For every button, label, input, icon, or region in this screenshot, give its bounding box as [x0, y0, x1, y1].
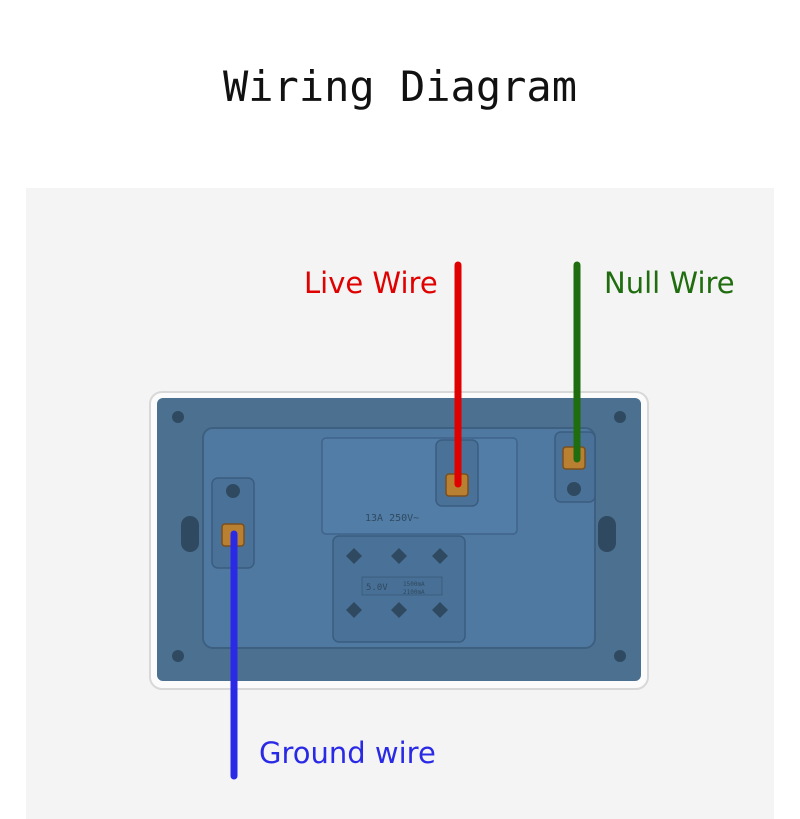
center-block — [321, 437, 518, 535]
usb-current-text-1: 1500mA — [403, 581, 425, 588]
corner-screw-hole — [614, 650, 626, 662]
live-wire-label: Live Wire — [304, 266, 438, 300]
usb-rating-plate — [361, 576, 443, 596]
corner-screw-hole — [614, 411, 626, 423]
mounting-slot — [598, 516, 616, 552]
usb-vents — [346, 548, 448, 618]
corner-screw-hole — [172, 411, 184, 423]
null-wire-label: Null Wire — [604, 266, 735, 300]
terminal-screw — [226, 484, 240, 498]
usb-current-text-2: 2100mA — [403, 589, 425, 596]
mounting-slot — [181, 516, 199, 552]
ground-wire-label: Ground wire — [259, 736, 436, 770]
terminal-screw — [567, 482, 581, 496]
corner-screw-hole — [172, 650, 184, 662]
page-title: Wiring Diagram — [222, 62, 577, 111]
usb-voltage-text: 5.0V — [366, 583, 388, 593]
rating-text: 13A 250V~ — [365, 513, 419, 524]
